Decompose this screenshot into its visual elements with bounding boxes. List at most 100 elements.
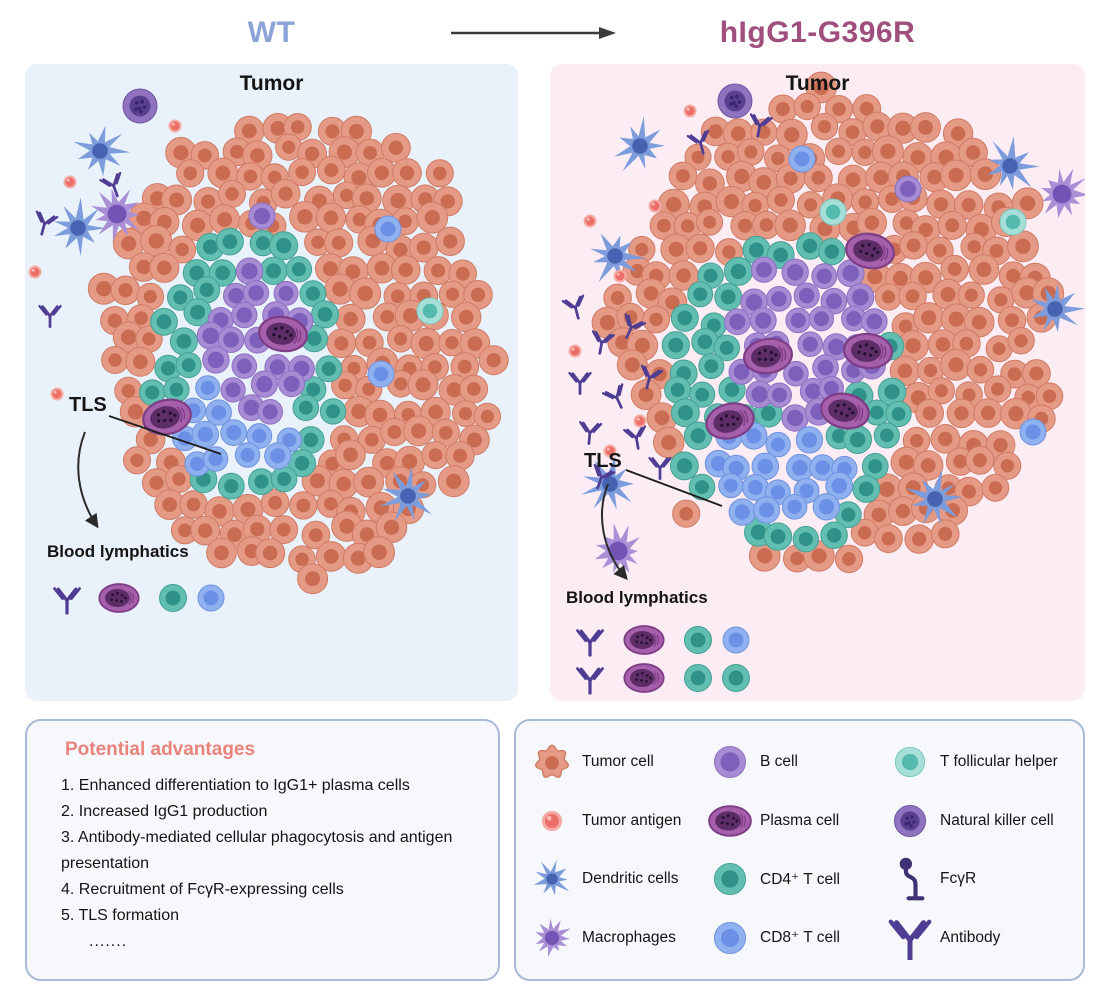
dendritic-cell [986, 136, 1040, 190]
cd4-t-cell [873, 422, 900, 449]
antibody-icon [624, 313, 646, 339]
antibody-icon [749, 113, 773, 138]
tls-label: TLS [584, 450, 622, 472]
tumor-cell [473, 402, 502, 431]
cd4-t-cell [150, 307, 178, 336]
tumor-cell [766, 186, 795, 214]
tumor-cell [304, 228, 332, 256]
tumor-cell [737, 138, 765, 166]
plasma-cell [708, 804, 752, 837]
tumor-cell [255, 538, 286, 569]
cd4-t-cell [215, 227, 244, 256]
blood-lymphatics-icons [53, 583, 225, 615]
tumor-cluster [561, 71, 1085, 574]
tumor-cell [775, 118, 808, 151]
plasma-cell [743, 337, 793, 375]
tumor-cell [445, 441, 475, 471]
advantages-list: 1. Enhanced differentiation to IgG1+ pla… [61, 773, 482, 929]
cd4-t-cell [684, 664, 712, 692]
bottom-section: Potential advantages 1. Enhanced differe… [25, 719, 1085, 981]
blood-lymphatics-label: Blood lymphatics [47, 542, 189, 561]
cd8-t-cell [367, 360, 395, 388]
tumor-cell [946, 398, 977, 429]
tumor-cell [910, 112, 941, 143]
tumor-cell [851, 138, 879, 166]
cd8-t-cell [753, 496, 781, 524]
antibody-icon [576, 667, 604, 695]
antibody-icon [579, 421, 603, 445]
tumor-antigen-icon [583, 214, 597, 228]
b-cell [217, 326, 245, 354]
tumor-antigen-icon [633, 414, 647, 428]
tumor-cell [478, 345, 509, 376]
tumor-cell [408, 232, 439, 263]
tumor-antigen-icon [168, 119, 182, 133]
tumor-cell [968, 254, 1000, 285]
legend-label: Dendritic cells [582, 870, 679, 888]
tumor-cell [168, 235, 197, 264]
cd8-t-cell [788, 145, 816, 173]
tumor-cell-icon [534, 744, 570, 779]
cd4-t-cell [193, 276, 221, 304]
cd4-t-cell [319, 398, 347, 425]
nk-cell [122, 88, 158, 124]
tumor-cell [353, 466, 385, 498]
b-cell [793, 282, 820, 309]
tumor-cell [1000, 359, 1030, 389]
tumor-cell [260, 488, 290, 518]
tumor-cell [660, 233, 692, 266]
tumor-antigen-icon [648, 199, 662, 213]
nk-cell [717, 83, 753, 119]
b-cell [808, 306, 834, 332]
antibody-icon [640, 364, 664, 390]
tfh-cell [416, 297, 444, 325]
tumor-cell [889, 355, 920, 386]
tumor-cell [181, 209, 214, 242]
cd8-t-cell [191, 420, 220, 449]
tumor-cell [870, 473, 903, 506]
tumor-antigen-icon [613, 269, 627, 283]
cd4-t-cell [684, 626, 712, 654]
dendritic-cell [905, 469, 963, 525]
tumor-cell [957, 281, 985, 309]
tumor-cell [387, 325, 415, 353]
tumor-cell [435, 226, 465, 257]
advantage-item: 5. TLS formation [61, 907, 179, 924]
tumor-cell [390, 255, 421, 285]
legend-item-tumor-cell: Tumor cell [530, 733, 708, 792]
cd4-t-cell [796, 232, 824, 260]
cd4-t-cell [169, 327, 198, 356]
tumor-cell [954, 190, 984, 220]
tumor-cell [170, 516, 199, 545]
plasma-cell [820, 392, 870, 430]
b-cell [811, 263, 838, 290]
dendritic-cell [590, 233, 646, 283]
cd4-t-cell [175, 352, 202, 379]
tumor-cell [684, 143, 712, 171]
dendritic-cell-icon [533, 860, 570, 896]
dendritic-cell [53, 197, 107, 257]
cd4-t-cell [288, 449, 317, 478]
antibody-icon [888, 919, 932, 960]
tumor-cell [1035, 382, 1064, 411]
cd4-t-cell [249, 229, 277, 257]
panels: Tumor TLS Blood lymphatics Tumor TLS Blo… [25, 64, 1085, 701]
tumor-cell [403, 415, 435, 447]
cd4-t-cell [763, 522, 793, 551]
tumor-cell [463, 280, 493, 310]
tumor-cell [696, 208, 724, 236]
tumor-cell [899, 231, 928, 260]
fcgr-icon [899, 857, 925, 901]
cd4-t-cell [834, 501, 862, 529]
cd4-t-cell [852, 474, 881, 503]
cd8-t-cell [722, 626, 750, 654]
tumor-cell [871, 135, 904, 168]
tumor-cell [940, 159, 972, 192]
tumor-cell [937, 210, 967, 240]
macrophage [535, 918, 571, 957]
legend-label: Tumor antigen [582, 811, 682, 829]
tfh-cell [894, 747, 926, 778]
tumor-cell [888, 496, 918, 526]
tumor-cell [694, 168, 725, 199]
tumor-cell [125, 346, 156, 377]
